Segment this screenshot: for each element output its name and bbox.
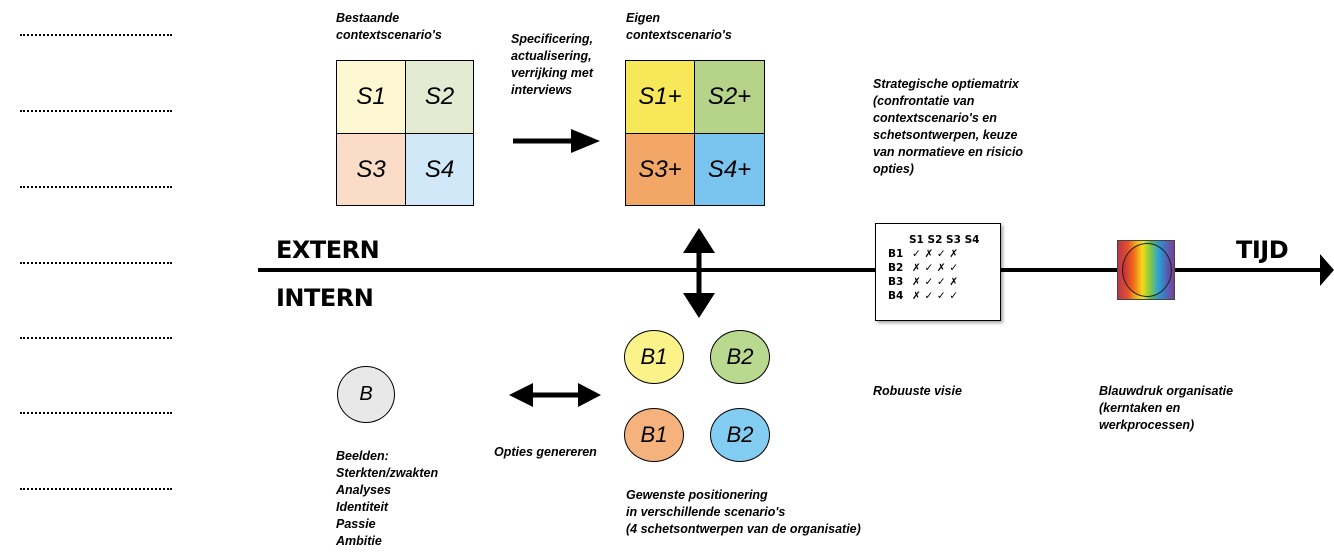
specificering-arrowhead [571,129,600,153]
sketch-circle-b1: B1 [624,408,684,462]
blueprint-spectrum-icon [1117,240,1175,300]
caption-strategische: Strategische optiematrix (confrontatie v… [873,77,1024,176]
option-matrix: S1 S2 S3 S4 B1 ✓ ✗ ✓ ✗ B2 ✗ ✓ ✗ ✓ B3 ✗ ✓… [875,223,1001,321]
existing-scenarios-grid: S1 S2 S3 S4 [336,60,474,206]
timeline-arrowhead [1320,254,1334,286]
dotted-line [20,186,172,188]
heading-tijd: TIJD [1236,236,1289,264]
caption-bestaande: Bestaande contextscenario's [336,11,442,42]
dotted-line [20,34,172,36]
sketch-circle-b2: B2 [710,330,770,384]
scenario-cell-s3: S3 [337,134,405,205]
caption-eigen: Eigen contextscenario's [626,11,732,42]
sketch-circle-b1: B1 [624,330,684,384]
dotted-line [20,488,172,490]
dotted-line [20,337,172,339]
matrix-header: S1 S2 S3 S4 [909,234,980,246]
matrix-row-label: B1 [888,248,904,260]
matrix-row-marks: ✗ ✓ ✓ ✓ [912,290,959,302]
scenario-cell-s4plus: S4+ [695,134,764,205]
spectrum-circle [1122,243,1172,297]
own-scenarios-grid: S1+ S2+ S3+ S4+ [625,60,765,206]
caption-robuuste: Robuuste visie [873,384,962,398]
caption-beelden: Beelden: Sterkten/zwakten Analyses Ident… [336,449,439,548]
scenario-cell-s2: S2 [406,61,473,133]
caption-opties: Opties genereren [494,445,597,459]
matrix-row-label: B2 [888,262,904,274]
dotted-line [20,262,172,264]
scenario-cell-s2plus: S2+ [695,61,764,133]
scenario-cell-s4: S4 [406,134,473,205]
scenario-cell-s1: S1 [337,61,405,133]
matrix-row-label: B3 [888,276,904,288]
sketch-circle-b2: B2 [710,408,770,462]
caption-gewenste: Gewenste positionering in verschillende … [626,488,861,536]
matrix-row-marks: ✗ ✓ ✓ ✗ [912,276,959,288]
caption-blauwdruk: Blauwdruk organisatie (kerntaken en werk… [1099,384,1234,432]
matrix-row-label: B4 [888,290,904,302]
matrix-row-marks: ✗ ✓ ✗ ✓ [912,262,959,274]
scenario-cell-s1plus: S1+ [626,61,694,133]
matrix-row-marks: ✓ ✗ ✓ ✗ [912,248,959,260]
image-circle-b: B [337,366,395,423]
dotted-line [20,110,172,112]
dotted-line [20,412,172,414]
heading-extern: EXTERN [276,236,380,264]
scenario-cell-s3plus: S3+ [626,134,694,205]
caption-specificering: Specificering, actualisering, verrijking… [511,32,593,97]
heading-intern: INTERN [276,284,374,312]
